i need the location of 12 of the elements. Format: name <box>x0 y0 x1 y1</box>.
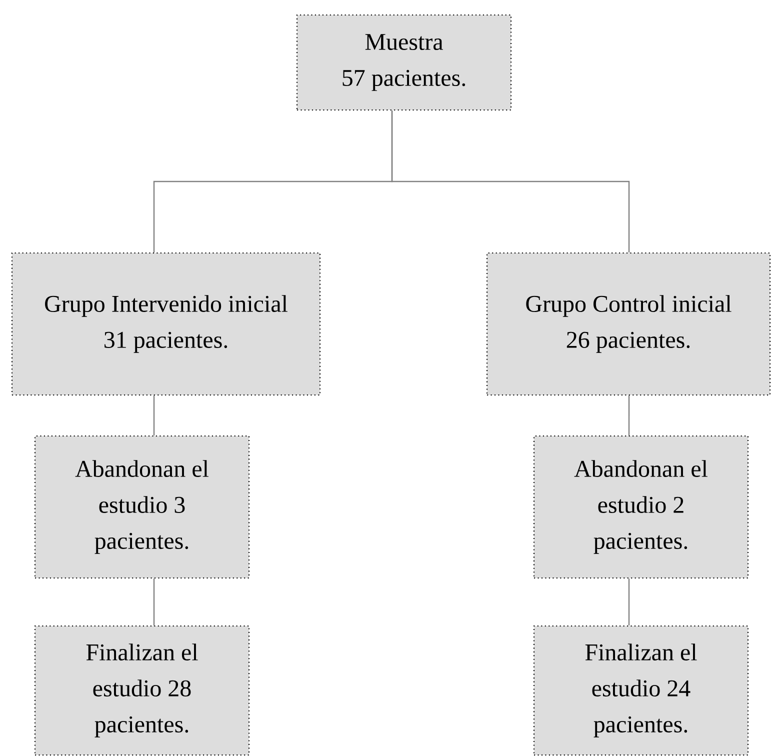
connector-line <box>628 396 630 436</box>
connector-line <box>391 110 630 252</box>
process-box: Grupo Control inicial 26 pacientes. <box>486 252 771 396</box>
process-box: Grupo Intervenido inicial 31 pacientes. <box>11 252 321 396</box>
process-box: Abandonan el estudio 2 pacientes. <box>533 435 749 579</box>
process-box: Muestra 57 pacientes. <box>296 14 512 111</box>
connector-line <box>153 396 155 436</box>
process-box: Finalizan el estudio 24 pacientes. <box>533 625 749 756</box>
connector-line <box>153 578 155 626</box>
connector-line <box>628 578 630 626</box>
process-box: Abandonan el estudio 3 pacientes. <box>34 435 250 579</box>
process-box: Finalizan el estudio 28 pacientes. <box>34 625 250 756</box>
